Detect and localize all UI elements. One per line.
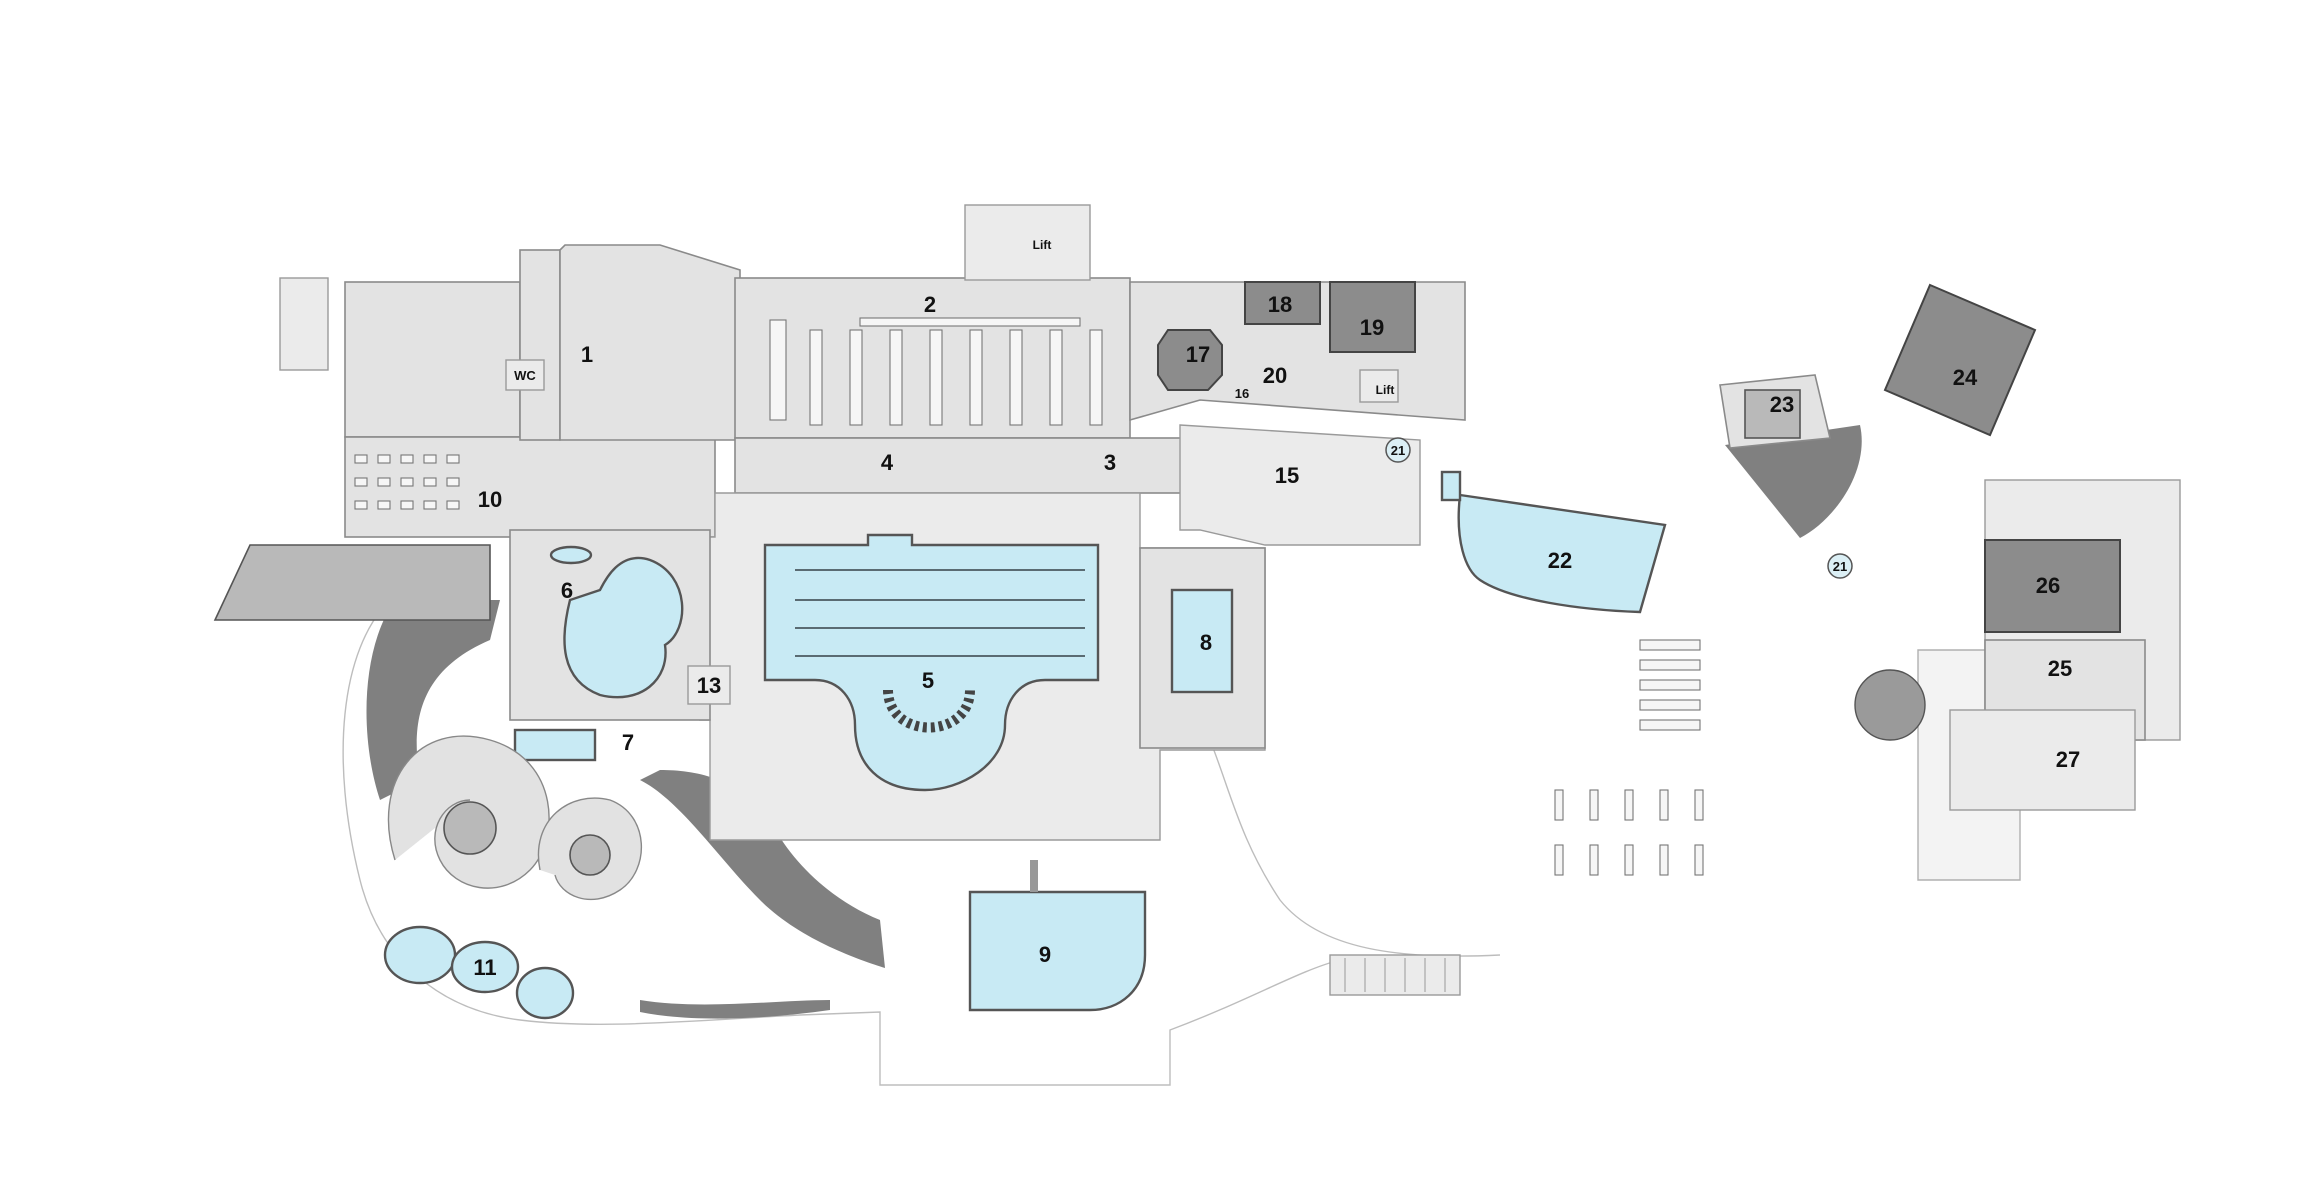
room-label-26: 26 (2036, 573, 2060, 598)
pool-9 (968, 890, 1147, 1012)
lockers (769, 317, 1103, 426)
main-pool (763, 533, 1100, 792)
room-label-11: 11 (473, 955, 496, 980)
room-label-7: 7 (622, 730, 634, 755)
room-label-23: 23 (1770, 392, 1794, 417)
marker-21-b-label: 21 (1833, 559, 1847, 574)
room-label-27: 27 (2056, 747, 2080, 772)
room-label-6: 6 (561, 578, 573, 603)
pool-8 (1170, 588, 1234, 694)
room-label-5: 5 (922, 668, 934, 693)
room-label-16: 16 (1235, 386, 1249, 401)
leisure-pool-6 (563, 556, 684, 699)
room-label-4: 4 (881, 450, 894, 475)
room-label-22: 22 (1548, 548, 1572, 573)
building-24 (1883, 283, 2037, 437)
water-slides (387, 735, 642, 901)
room-label-24: 24 (1953, 365, 1978, 390)
room-label-8: 8 (1200, 630, 1212, 655)
pool-22 (1457, 493, 1667, 614)
room-label-3: 3 (1104, 450, 1116, 475)
east-buildings (1719, 283, 2181, 811)
dining-tables-10 (354, 454, 460, 510)
marker-21-a-label: 21 (1391, 443, 1405, 458)
sauna-17 (1157, 329, 1223, 391)
sauna-18 (1244, 281, 1321, 325)
pools (383, 470, 1667, 1020)
lift-label-main: Lift (1033, 238, 1052, 252)
room-13-box (687, 665, 731, 705)
room-label-25: 25 (2048, 656, 2072, 681)
left-wing (279, 244, 741, 538)
sauna-26 (1984, 539, 2121, 633)
outdoor-furniture (1329, 639, 1926, 996)
room-label-20: 20 (1263, 363, 1287, 388)
marker-21-a (1385, 437, 1411, 463)
room-label-19: 19 (1360, 315, 1384, 340)
room-label-18: 18 (1268, 292, 1292, 317)
room-label-2: 2 (924, 292, 936, 317)
marker-21-b (1827, 553, 1853, 579)
wc-label: WC (514, 368, 536, 383)
room-label-17: 17 (1186, 342, 1210, 367)
room-label-15: 15 (1275, 463, 1299, 488)
room-label-9: 9 (1039, 942, 1051, 967)
room-label-10: 10 (478, 487, 502, 512)
lift-label-east: Lift (1376, 383, 1395, 397)
sauna-block (1129, 281, 1466, 546)
sauna-19 (1329, 281, 1416, 353)
room-label-1: 1 (581, 342, 593, 367)
room-label-13: 13 (697, 673, 721, 698)
